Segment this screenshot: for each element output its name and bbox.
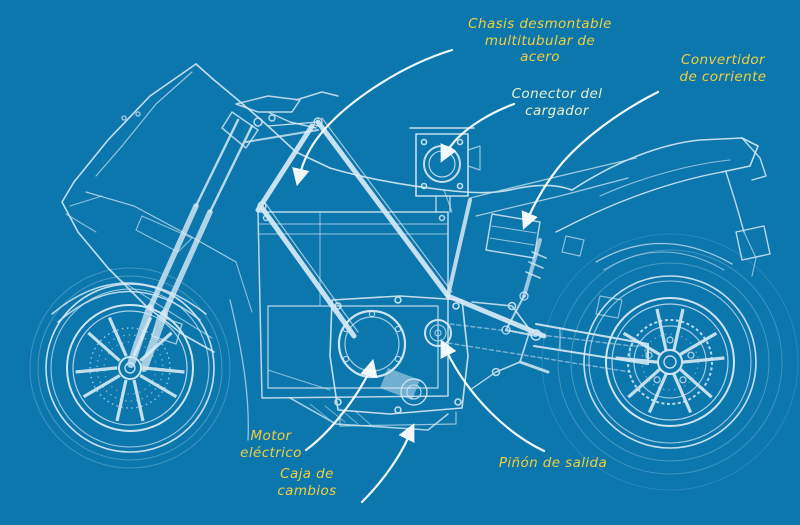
label-convertidor-line2: de corriente xyxy=(679,68,767,85)
rear-wheel xyxy=(583,275,757,449)
front-fork xyxy=(127,111,319,372)
rear-fender-plate xyxy=(725,137,771,277)
label-pinon: Piñón de salida xyxy=(478,455,628,472)
label-chasis-line3: acero xyxy=(520,49,560,65)
label-chasis: Chasis desmontable multitubular de acero xyxy=(430,16,650,66)
arrow-pinon xyxy=(440,339,546,453)
label-conector-line1: Conector del xyxy=(511,86,603,102)
label-convertidor-line1: Convertidor xyxy=(681,52,765,68)
label-motor-line2: eléctrico xyxy=(240,444,302,461)
label-pinon-line1: Piñón de salida xyxy=(498,455,608,471)
belly-pan xyxy=(289,397,449,431)
front-fender xyxy=(51,282,207,323)
output-sprocket xyxy=(424,319,452,347)
construction-circles xyxy=(29,233,799,491)
label-chasis-line1: Chasis desmontable xyxy=(468,16,612,32)
label-conector-line2: cargador xyxy=(525,102,589,119)
shock-linkage xyxy=(501,238,547,337)
arrow-convertidor xyxy=(521,90,660,230)
chain xyxy=(447,323,633,373)
label-convertidor: Convertidor de corriente xyxy=(648,52,798,85)
battery-box xyxy=(257,211,449,399)
frame-trellis xyxy=(255,117,547,339)
callout-arrows xyxy=(292,48,660,504)
arrow-motor xyxy=(304,358,378,452)
gearbox xyxy=(329,295,469,427)
label-caja-line2: cambios xyxy=(277,482,337,499)
arrow-caja xyxy=(360,423,415,504)
label-conector: Conector del cargador xyxy=(487,86,627,119)
label-caja-line1: Caja de xyxy=(280,466,334,482)
label-motor-line1: Motor xyxy=(250,428,292,444)
front-wheel xyxy=(45,283,215,453)
arrow-chasis xyxy=(292,48,454,187)
footpeg-bracket xyxy=(469,235,623,391)
label-caja: Caja de cambios xyxy=(242,466,372,499)
label-motor: Motor eléctrico xyxy=(206,428,336,461)
arrow-conector xyxy=(440,102,516,163)
seat-tail xyxy=(329,137,759,271)
label-chasis-line2: multitubular de xyxy=(484,32,596,49)
mirror-handlebar xyxy=(235,91,339,129)
fairing-bodywork xyxy=(61,63,331,441)
